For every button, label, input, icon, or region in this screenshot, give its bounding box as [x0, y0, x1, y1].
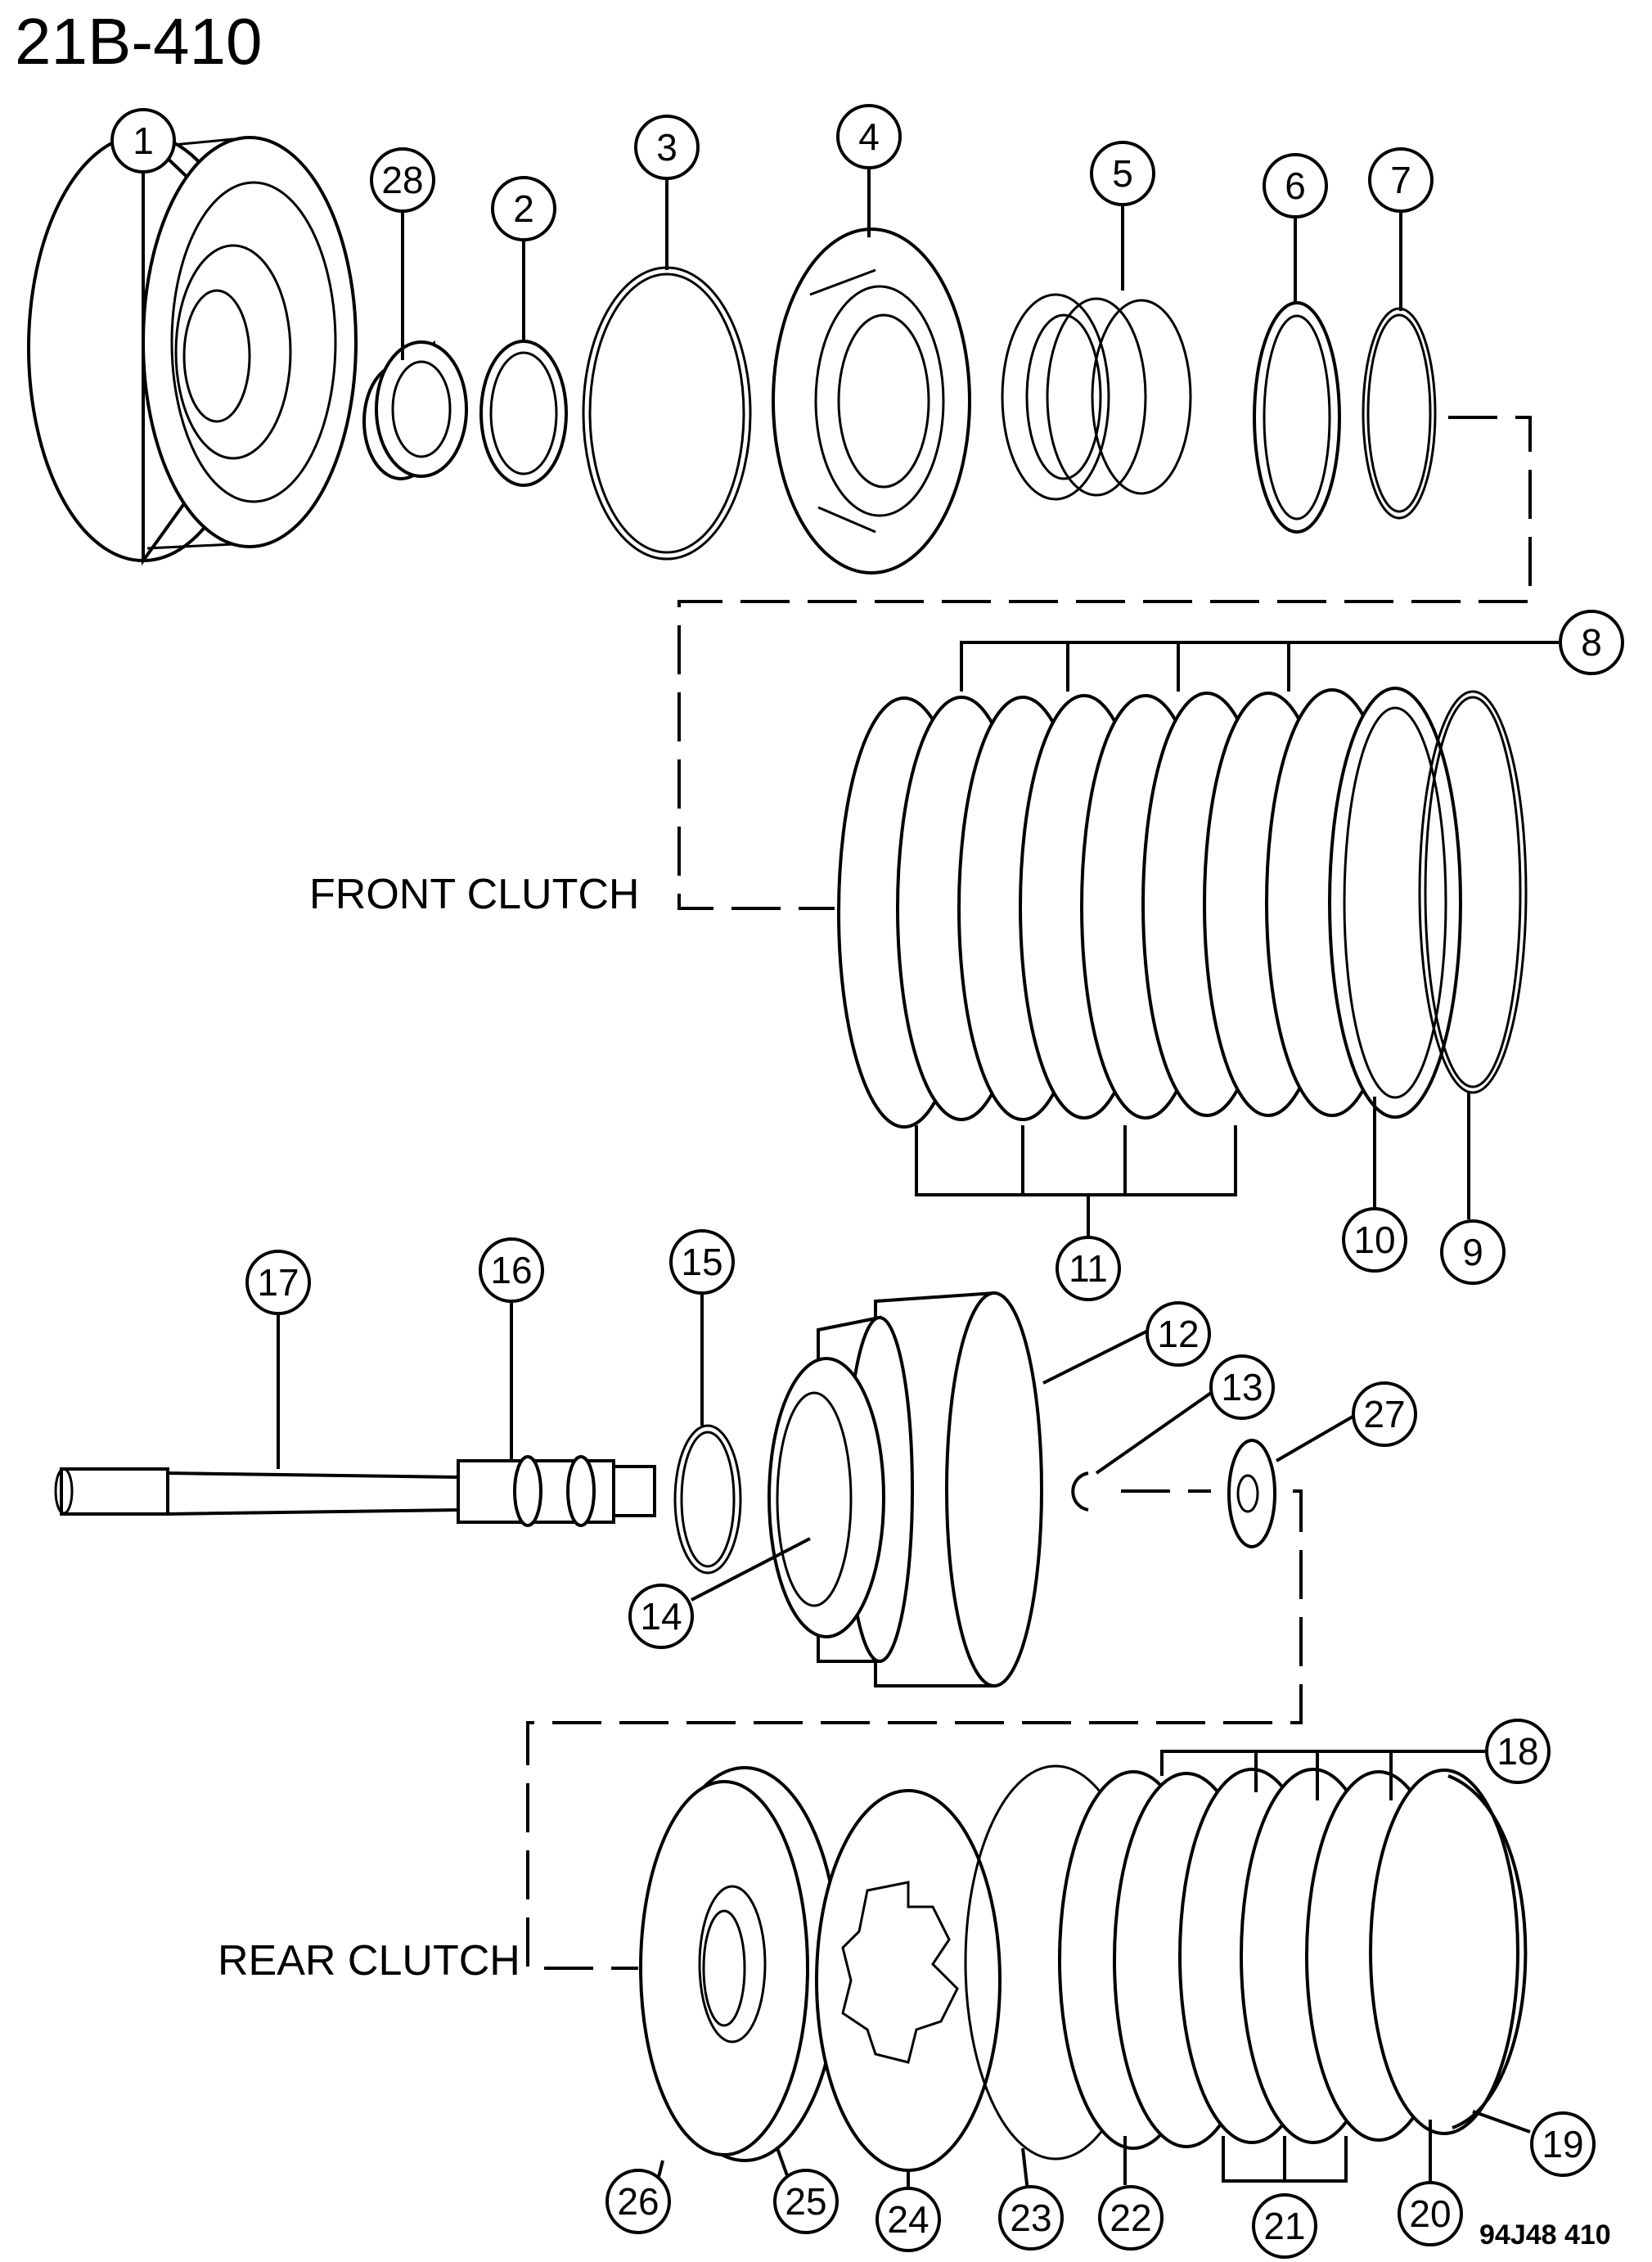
svg-text:20: 20	[1409, 2192, 1451, 2235]
front-clutch-pack	[837, 687, 1528, 1129]
callout-6: 6	[1263, 153, 1328, 219]
callout-22: 22	[1098, 2185, 1164, 2251]
callout-21: 21	[1252, 2193, 1317, 2259]
svg-text:8: 8	[1581, 621, 1602, 664]
callout-4: 4	[836, 104, 902, 169]
svg-text:3: 3	[656, 126, 677, 169]
callout-13: 13	[1209, 1354, 1275, 1420]
front-clutch-label: FRONT CLUTCH	[309, 871, 639, 918]
svg-text:25: 25	[785, 2180, 826, 2223]
callout-9: 9	[1440, 1219, 1506, 1285]
svg-text:21: 21	[1263, 2205, 1305, 2247]
part-25-26-piston	[639, 1766, 840, 2162]
svg-text:7: 7	[1390, 159, 1411, 201]
svg-text:9: 9	[1462, 1231, 1483, 1273]
callout-leaders	[142, 168, 1531, 2219]
svg-text:28: 28	[381, 159, 423, 201]
part-13-clip	[1071, 1471, 1089, 1512]
part-28-bushing	[362, 340, 468, 480]
callout-15: 15	[669, 1229, 735, 1295]
part-15-seal-ring	[673, 1424, 742, 1575]
svg-text:26: 26	[617, 2180, 659, 2223]
callout-5: 5	[1090, 141, 1155, 206]
callout-10: 10	[1342, 1207, 1407, 1273]
callout-23: 23	[998, 2185, 1064, 2251]
part-5-springs	[1001, 293, 1192, 501]
callout-27: 27	[1352, 1381, 1417, 1447]
bracket-18	[1160, 1750, 1485, 1800]
figure-code: 94J48 410	[1479, 2219, 1611, 2251]
svg-text:14: 14	[640, 1595, 682, 1638]
svg-text:1: 1	[133, 119, 154, 162]
bracket-21	[1222, 2136, 1348, 2183]
rear-clutch-label: REAR CLUTCH	[218, 1937, 520, 1985]
callout-26: 26	[605, 2169, 671, 2234]
part-17-input-shaft	[54, 1455, 656, 1527]
bracket-11	[915, 1125, 1237, 1236]
callout-25: 25	[773, 2169, 839, 2234]
part-24-spring-plate	[815, 1789, 1002, 2172]
callout-16: 16	[479, 1237, 544, 1303]
assembly-line-front	[677, 416, 1532, 910]
svg-text:27: 27	[1363, 1393, 1405, 1435]
callout-28: 28	[370, 147, 435, 213]
svg-text:23: 23	[1010, 2197, 1051, 2239]
svg-text:15: 15	[681, 1241, 722, 1283]
callout-3: 3	[634, 115, 700, 180]
rear-clutch-plates	[1058, 1768, 1528, 2150]
part-7-snap-ring	[1362, 307, 1437, 520]
callout-18: 18	[1485, 1719, 1551, 1784]
page-code: 21B-410	[15, 5, 262, 78]
callout-24: 24	[876, 2187, 941, 2252]
part-1-retainer	[27, 131, 358, 566]
bracket-8	[960, 641, 1559, 692]
part-3-oring	[582, 266, 752, 561]
svg-text:10: 10	[1353, 1219, 1395, 1261]
assembly-line-rear	[526, 1489, 1303, 1970]
callout-2: 2	[491, 176, 556, 241]
svg-text:24: 24	[887, 2198, 929, 2241]
callout-14: 14	[628, 1584, 694, 1649]
part-6-plate	[1253, 301, 1341, 534]
part-4-piston	[772, 228, 971, 575]
svg-text:16: 16	[490, 1249, 532, 1291]
svg-text:22: 22	[1110, 2197, 1151, 2239]
callout-7: 7	[1368, 147, 1434, 213]
svg-text:5: 5	[1112, 152, 1133, 195]
callout-19: 19	[1530, 2111, 1596, 2177]
callout-17: 17	[245, 1250, 311, 1315]
svg-text:13: 13	[1221, 1366, 1263, 1408]
part-12-rear-retainer	[767, 1291, 1043, 1687]
svg-text:19: 19	[1542, 2123, 1583, 2165]
svg-text:12: 12	[1157, 1313, 1199, 1355]
part-2-seal	[479, 340, 568, 487]
callout-8: 8	[1559, 610, 1624, 675]
callout-1: 1	[110, 108, 176, 173]
part-27-washer	[1227, 1439, 1276, 1548]
svg-text:2: 2	[513, 187, 534, 230]
svg-text:6: 6	[1285, 164, 1306, 207]
callout-11: 11	[1056, 1236, 1121, 1301]
callout-20: 20	[1398, 2181, 1463, 2246]
svg-text:17: 17	[257, 1261, 299, 1304]
svg-text:4: 4	[858, 115, 880, 158]
svg-text:11: 11	[1069, 1247, 1108, 1290]
svg-text:18: 18	[1497, 1730, 1538, 1773]
callout-12: 12	[1146, 1301, 1211, 1367]
